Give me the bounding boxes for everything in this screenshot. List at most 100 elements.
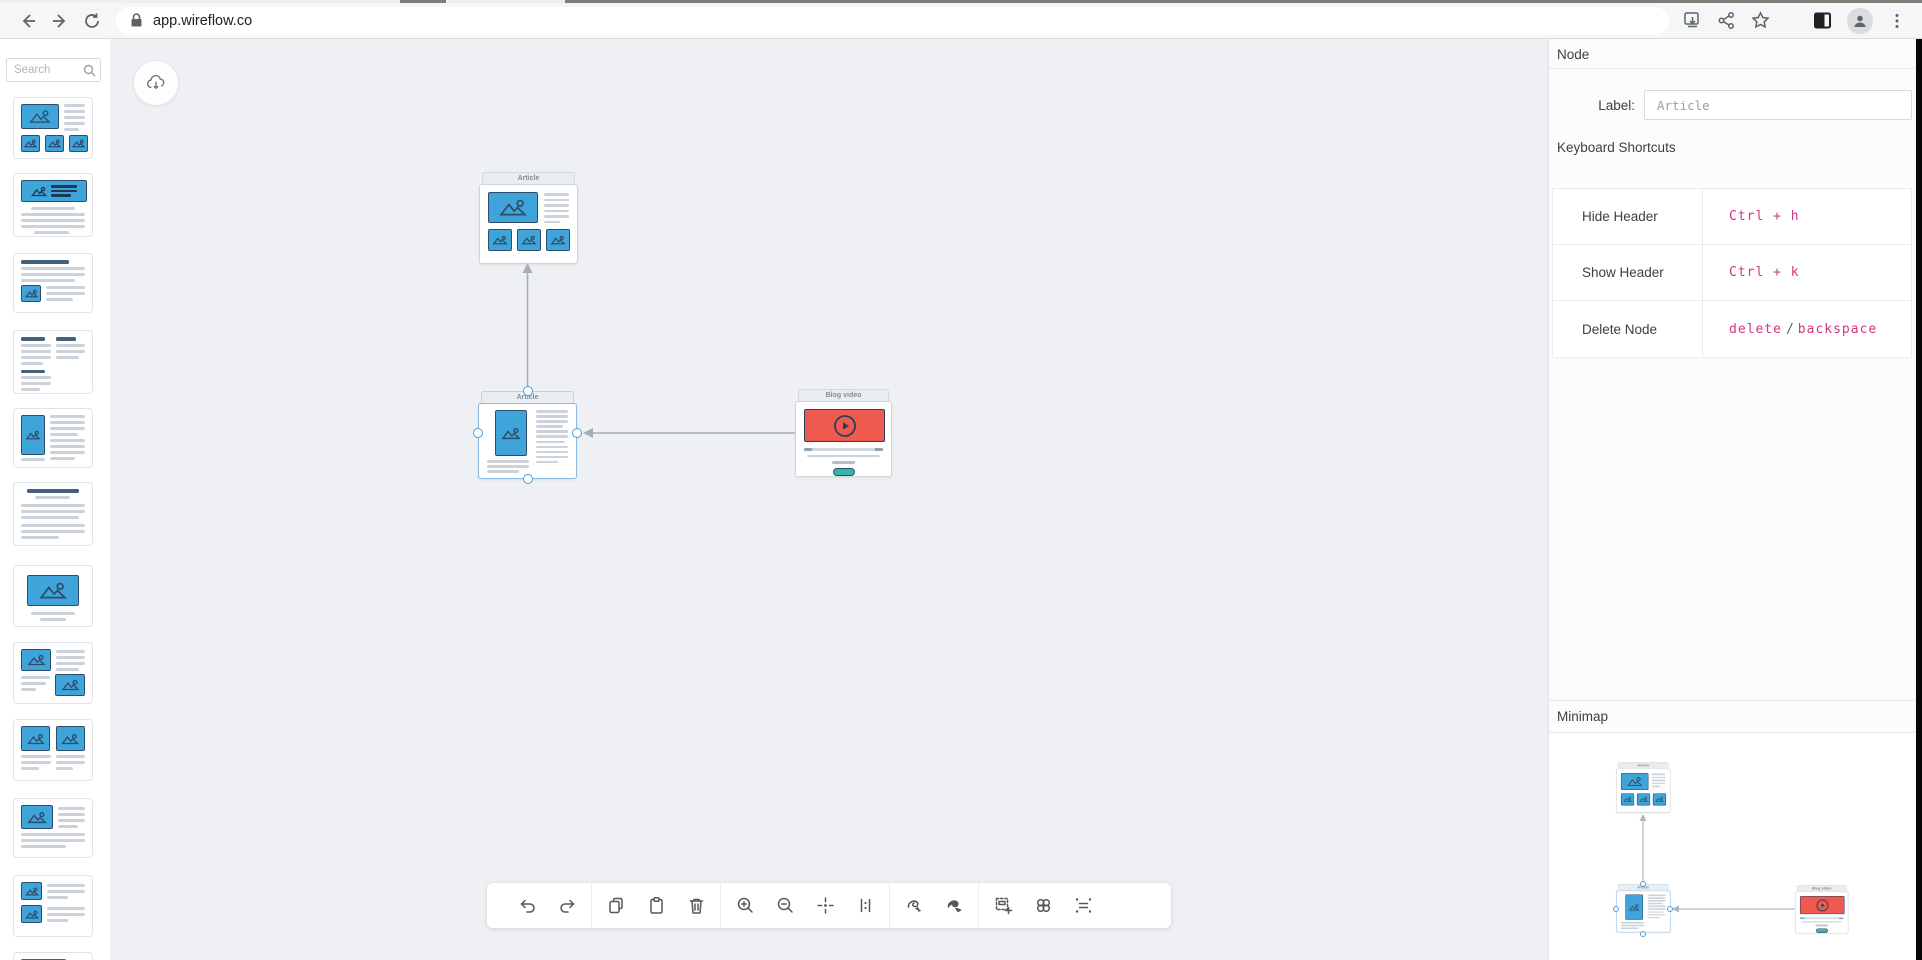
zoom-to-fit-button[interactable] xyxy=(805,883,845,928)
shortcut-row: Hide Header Ctrl + h xyxy=(1553,189,1911,245)
properties-panel: Node Label: Keyboard Shortcuts Hide Head… xyxy=(1548,39,1922,960)
minimap[interactable]: Article xyxy=(1549,733,1917,960)
label-caption: Label: xyxy=(1598,97,1635,113)
group-selection-icon xyxy=(1075,898,1091,913)
wireframe-lines xyxy=(21,104,85,131)
forward-button[interactable] xyxy=(44,5,76,37)
template-thumbnail-article-gallery[interactable] xyxy=(13,97,93,159)
shortcut-keys: delete / backspace xyxy=(1703,301,1911,357)
minimap-edge-layer xyxy=(1639,814,1795,913)
toolbar-divider xyxy=(889,883,890,928)
node-label-input[interactable] xyxy=(1644,90,1912,120)
paste-icon xyxy=(649,897,663,914)
wireframe-lines xyxy=(487,410,568,473)
multi-select-button[interactable] xyxy=(1023,883,1063,928)
search-input[interactable] xyxy=(7,64,77,76)
play-icon xyxy=(833,414,856,437)
wireframe-banner xyxy=(21,180,87,202)
share-icon[interactable] xyxy=(1717,11,1736,30)
minimap-node-article-selected[interactable]: Article xyxy=(1616,884,1671,933)
add-to-selection-icon xyxy=(995,897,1012,915)
minimap-node-article-top[interactable]: Article xyxy=(1616,762,1671,813)
shortcuts-section-title: Keyboard Shortcuts xyxy=(1557,140,1676,155)
person-icon xyxy=(1854,15,1866,27)
template-thumbnail-single-image[interactable] xyxy=(13,565,93,627)
shortcut-keys: Ctrl + k xyxy=(1703,245,1911,300)
zoom-out-icon xyxy=(777,897,793,913)
cloud-sync-button[interactable] xyxy=(133,60,179,106)
handle-left[interactable] xyxy=(473,428,483,438)
minimap-section-title: Minimap xyxy=(1549,700,1917,733)
node-content xyxy=(479,184,578,264)
handle-bottom[interactable] xyxy=(522,474,533,484)
back-icon xyxy=(22,13,35,28)
browser-toolbar: app.wireflow.co xyxy=(0,3,1922,39)
wireframe-lines xyxy=(21,284,85,302)
delete-button[interactable] xyxy=(676,883,716,928)
back-button[interactable] xyxy=(12,5,44,37)
wireframe-lines xyxy=(21,337,85,391)
wireframe-lines xyxy=(21,135,88,152)
node-header[interactable]: Article xyxy=(482,172,575,184)
chrome-actions xyxy=(1683,7,1912,34)
search-icon[interactable] xyxy=(83,64,96,77)
video-player-block xyxy=(804,409,885,442)
node-content xyxy=(478,403,577,479)
address-bar[interactable]: app.wireflow.co xyxy=(116,6,1669,35)
shortcuts-table: Hide Header Ctrl + h Show Header Ctrl + … xyxy=(1552,188,1912,358)
distribute-spacing-button[interactable] xyxy=(845,883,885,928)
handle-top[interactable] xyxy=(522,386,533,396)
template-thumbnail-zigzag-layout[interactable] xyxy=(13,642,93,704)
template-thumbnail-article-inline-image[interactable] xyxy=(13,253,93,313)
canvas-toolbar xyxy=(487,883,1171,928)
label-row: Label: xyxy=(1549,90,1922,120)
toolbar-divider xyxy=(591,883,592,928)
wireframe-lines xyxy=(488,229,570,251)
bookmark-star-icon[interactable] xyxy=(1751,11,1770,30)
draw-edge-button[interactable] xyxy=(894,883,934,928)
template-thumbnail-media-article[interactable] xyxy=(13,798,93,858)
side-panel-icon[interactable] xyxy=(1813,11,1832,30)
template-thumbnail-text-document[interactable] xyxy=(13,482,93,546)
template-thumbnail-two-images[interactable] xyxy=(13,719,93,781)
shortcut-key: backspace xyxy=(1797,321,1878,337)
wireframe-lines xyxy=(21,805,85,829)
template-thumbnail-list-items[interactable] xyxy=(13,875,93,937)
avatar[interactable] xyxy=(1847,7,1873,34)
node-article-top[interactable]: Article xyxy=(479,172,578,264)
wireframe-lines xyxy=(21,882,85,900)
node-header[interactable]: Blog video xyxy=(798,389,889,401)
minimap-node-blog-video[interactable]: Blog video xyxy=(1795,885,1849,934)
node-article-selected[interactable]: Article xyxy=(478,391,577,479)
install-app-icon[interactable] xyxy=(1683,11,1702,30)
template-thumbnail-two-column-text[interactable] xyxy=(13,330,93,394)
redo-button[interactable] xyxy=(547,883,587,928)
paste-button[interactable] xyxy=(636,883,676,928)
template-thumbnail-partial[interactable] xyxy=(13,952,93,960)
node-blog-video[interactable]: Blog video xyxy=(795,389,892,477)
trash-icon xyxy=(689,898,703,914)
zoom-out-button[interactable] xyxy=(765,883,805,928)
zoom-in-button[interactable] xyxy=(725,883,765,928)
draw-edge-icon xyxy=(907,900,921,912)
add-to-selection-button[interactable] xyxy=(983,883,1023,928)
undo-button[interactable] xyxy=(507,883,547,928)
edge-arrowhead-left xyxy=(583,428,593,438)
copy-button[interactable] xyxy=(596,883,636,928)
draw-edge-filled-button[interactable] xyxy=(934,883,974,928)
lock-icon xyxy=(131,13,142,27)
handle-right[interactable] xyxy=(572,428,582,438)
browser-menu-icon[interactable] xyxy=(1888,12,1906,30)
reload-button[interactable] xyxy=(76,5,108,37)
wireframe-lines xyxy=(21,415,85,461)
template-thumbnail-banner-article[interactable] xyxy=(13,173,93,237)
shortcut-separator: / xyxy=(1785,321,1794,337)
group-selection-button[interactable] xyxy=(1063,883,1103,928)
template-thumbnail-portrait-image-article[interactable] xyxy=(13,408,93,468)
flow-canvas[interactable]: Article Article xyxy=(110,39,1548,960)
wireframe-lines xyxy=(488,192,569,223)
wireframe-button-pill xyxy=(832,467,855,476)
minimap-handle-right xyxy=(1667,906,1673,912)
wireframe-lines xyxy=(804,448,883,464)
